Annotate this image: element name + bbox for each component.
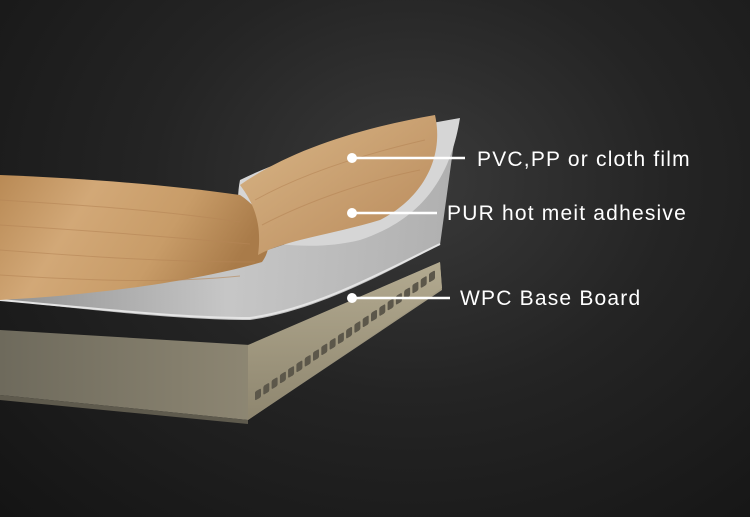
hollow-core — [263, 383, 270, 395]
hollow-core — [404, 287, 411, 299]
hollow-core — [412, 281, 419, 294]
hollow-core — [362, 315, 369, 327]
hollow-core — [321, 343, 328, 355]
hollow-core — [379, 304, 386, 316]
hollow-core — [371, 310, 377, 322]
hollow-core — [337, 332, 344, 344]
hollow-core — [288, 366, 295, 378]
hollow-core — [296, 360, 303, 372]
hollow-core — [255, 388, 261, 401]
board-hollow-cores — [255, 270, 435, 401]
hollow-core — [346, 327, 353, 339]
hollow-core — [420, 276, 427, 288]
label-wpc-board: WPC Base Board — [460, 287, 642, 310]
leader-dot-adhesive — [347, 208, 357, 218]
hollow-core — [354, 321, 361, 333]
hollow-core — [387, 298, 394, 311]
label-pur-adhesive: PUR hot meit adhesive — [447, 202, 687, 225]
wpc-base-board — [0, 262, 442, 424]
hollow-core — [313, 349, 319, 361]
pvc-film-layer — [0, 115, 438, 300]
hollow-core — [304, 355, 311, 367]
leader-lines — [352, 156, 465, 300]
hollow-core — [279, 371, 286, 384]
leader-dot-board — [347, 293, 357, 303]
hollow-core — [271, 377, 278, 389]
hollow-core — [429, 270, 435, 282]
label-pvc-film: PVC,PP or cloth film — [477, 148, 691, 171]
leader-dot-film — [347, 153, 357, 163]
hollow-core — [329, 338, 336, 350]
